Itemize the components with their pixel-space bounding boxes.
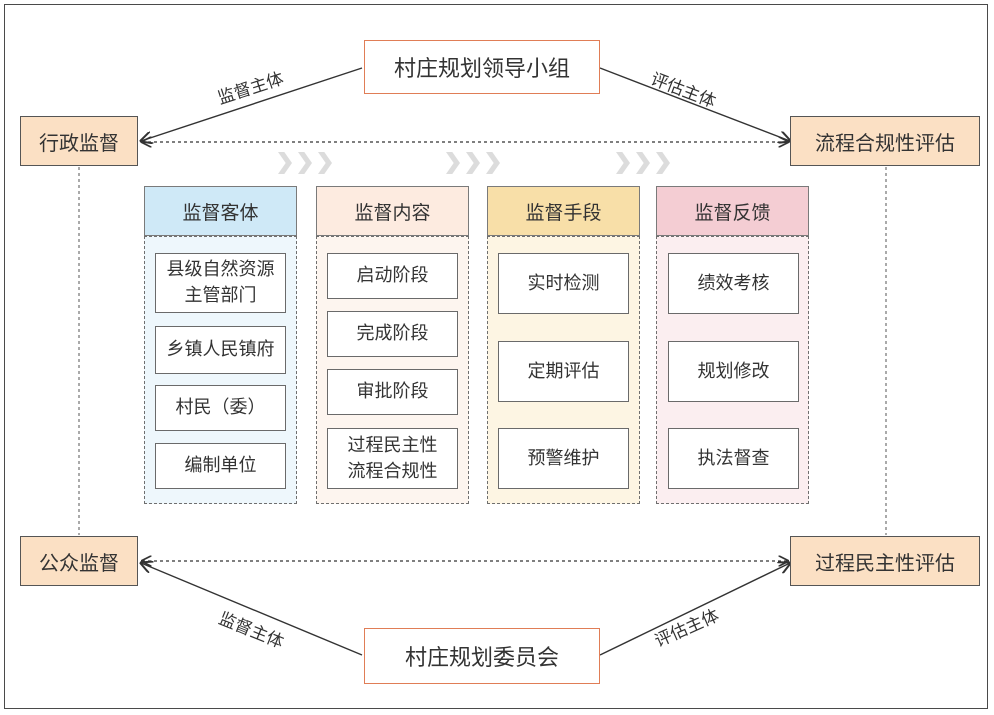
chevron-icon	[298, 152, 312, 174]
column-header-feedback: 监督反馈	[656, 186, 809, 236]
item-warning-maintenance: 预警维护	[498, 428, 629, 489]
item-approval-stage: 审批阶段	[327, 369, 458, 415]
item-villagers: 村民（委）	[155, 385, 286, 431]
arrow-bottom-right	[599, 563, 790, 656]
item-plan-revision: 规划修改	[668, 341, 799, 402]
chevron-icon	[278, 152, 292, 174]
column-header-content: 监督内容	[316, 186, 469, 236]
chevron-icon	[636, 152, 650, 174]
item-performance-assessment: 绩效考核	[668, 253, 799, 314]
diagram-border	[4, 4, 988, 709]
column-header-objects: 监督客体	[144, 186, 297, 236]
item-law-enforcement: 执法督查	[668, 428, 799, 489]
chevron-decoration-3	[616, 152, 680, 174]
item-township-government: 乡镇人民镇府	[155, 326, 286, 374]
chevron-icon	[318, 152, 332, 174]
chevron-icon	[656, 152, 670, 174]
process-compliance-box: 流程合规性评估	[790, 116, 980, 166]
item-realtime-monitoring: 实时检测	[498, 253, 629, 314]
item-county-resources-dept: 县级自然资源 主管部门	[155, 253, 286, 313]
item-periodic-evaluation: 定期评估	[498, 341, 629, 402]
chevron-decoration-2	[446, 152, 510, 174]
chevron-icon	[446, 152, 460, 174]
chevron-icon	[466, 152, 480, 174]
chevron-decoration-1	[278, 152, 342, 174]
item-democracy-compliance: 过程民主性 流程合规性	[327, 428, 458, 489]
process-democracy-box: 过程民主性评估	[790, 536, 980, 586]
item-completion-stage: 完成阶段	[327, 311, 458, 357]
chevron-icon	[486, 152, 500, 174]
item-start-stage: 启动阶段	[327, 253, 458, 299]
chevron-icon	[616, 152, 630, 174]
public-supervision-box: 公众监督	[20, 536, 138, 586]
item-compiling-unit: 编制单位	[155, 443, 286, 489]
planning-committee-box: 村庄规划委员会	[364, 628, 600, 684]
administrative-supervision-box: 行政监督	[20, 116, 138, 166]
arrow-top-right	[599, 67, 790, 141]
column-header-means: 监督手段	[487, 186, 640, 236]
arrow-bottom-left	[141, 563, 363, 656]
arrow-top-left	[141, 67, 363, 141]
leading-group-box: 村庄规划领导小组	[364, 40, 600, 94]
